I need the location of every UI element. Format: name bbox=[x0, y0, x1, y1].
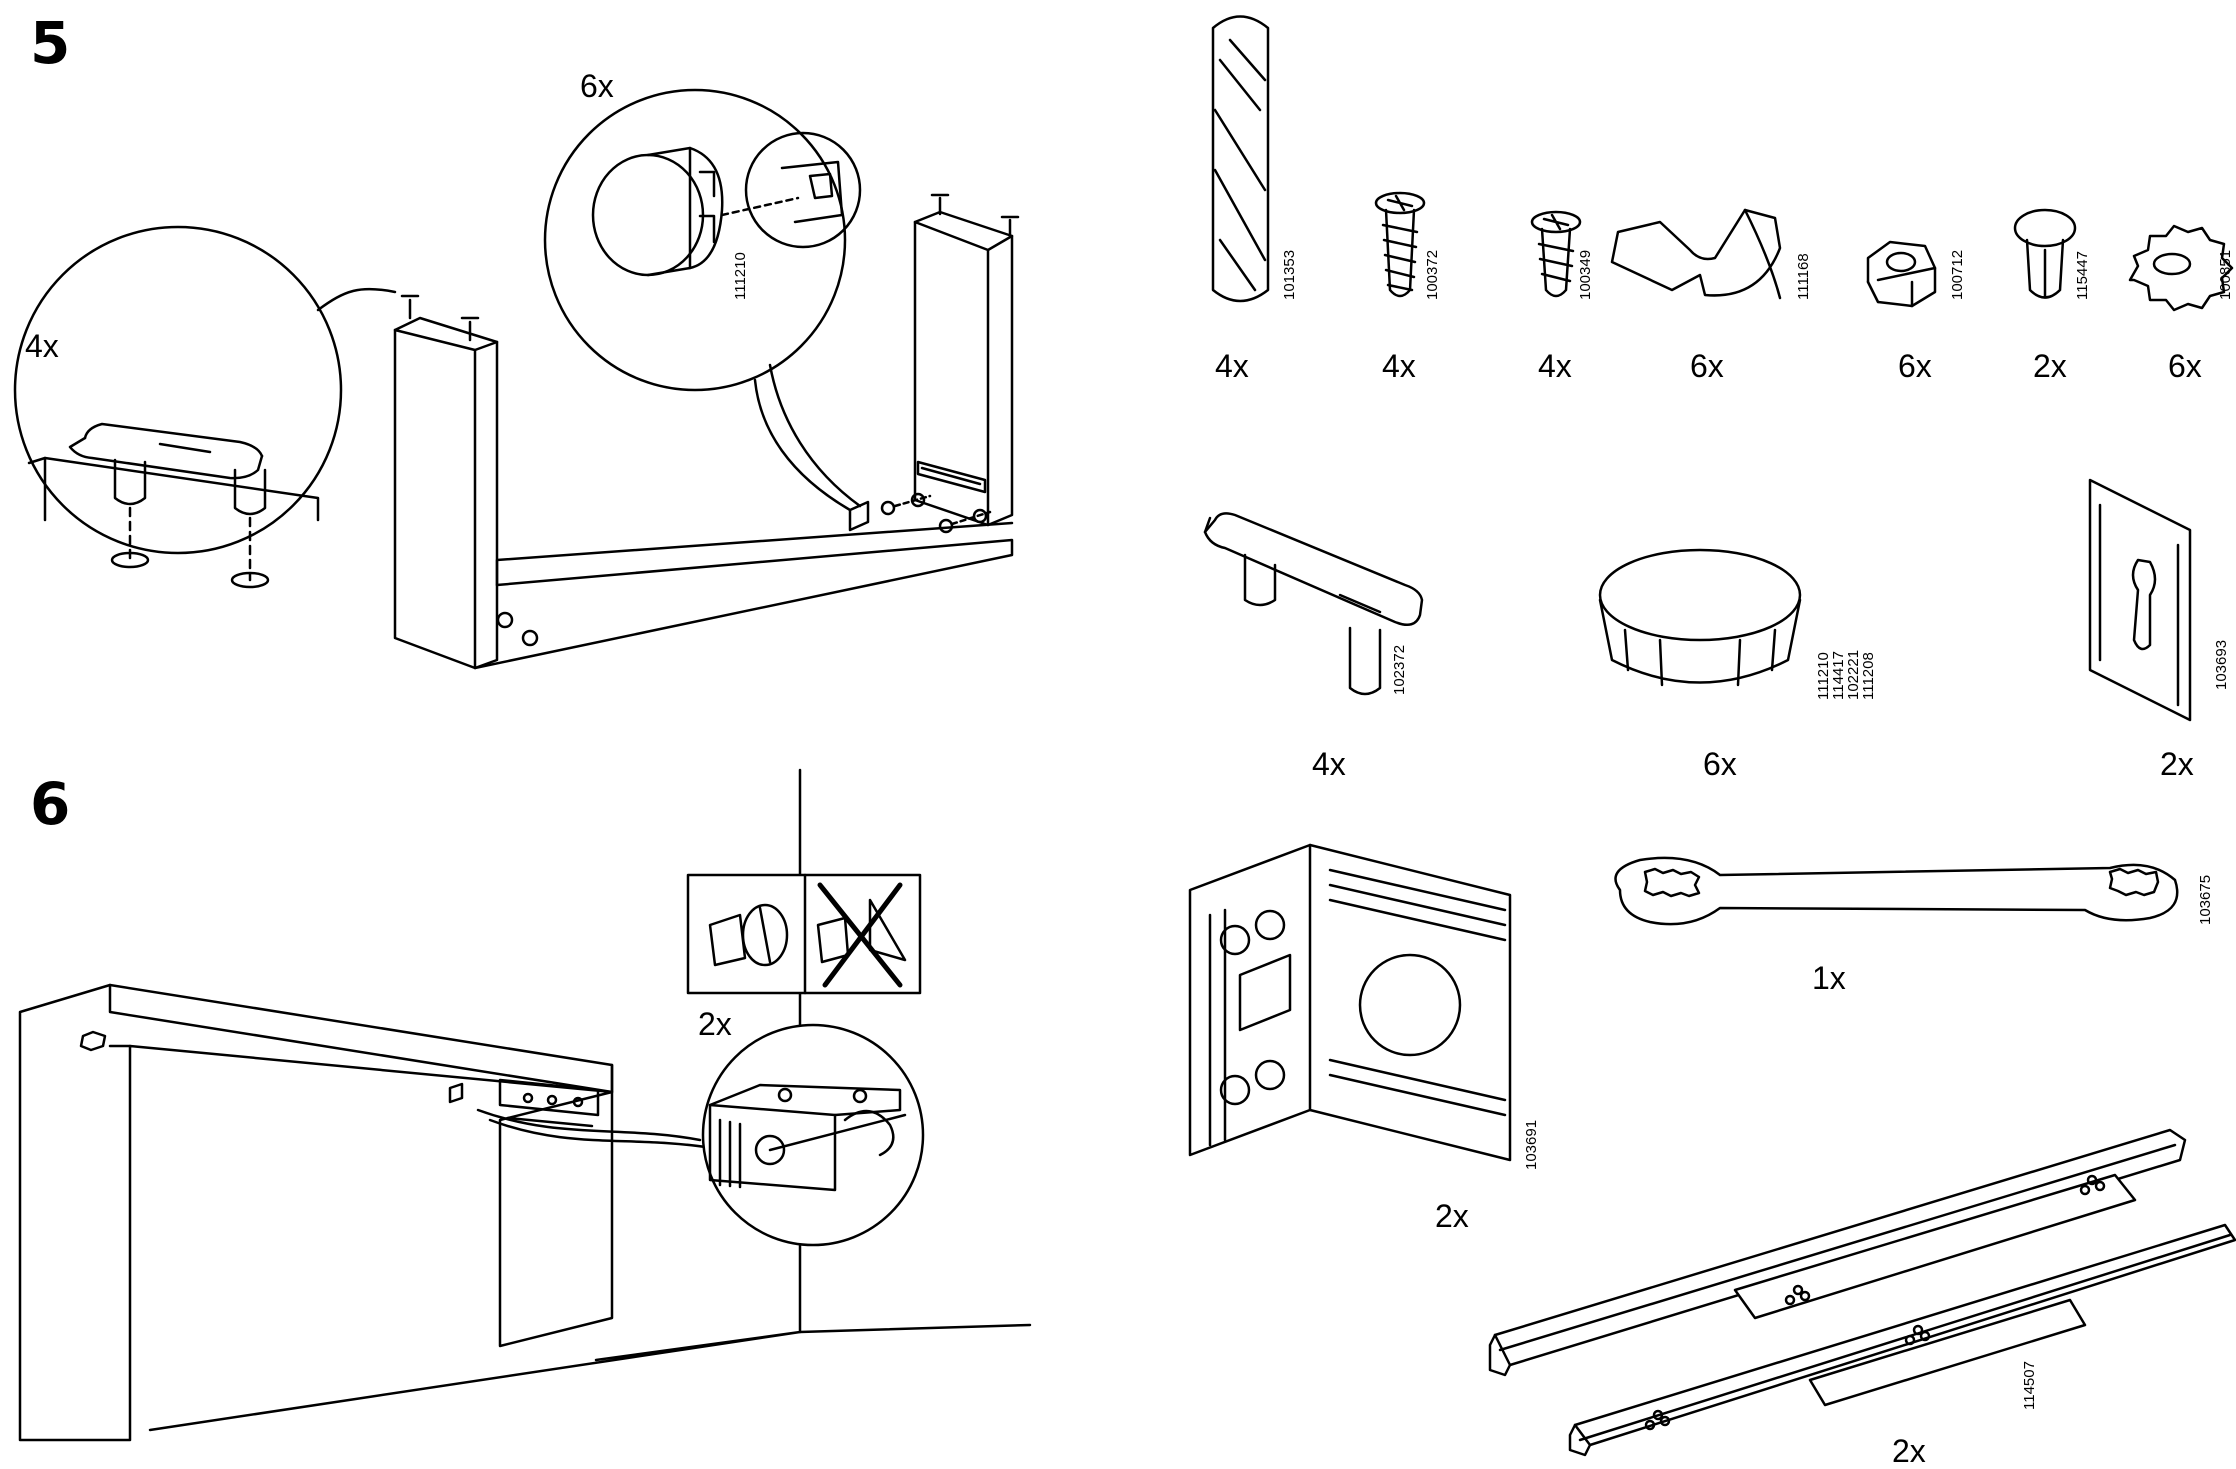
long-screw-drawing bbox=[1376, 193, 1424, 296]
nut-quantity: 6x bbox=[1898, 350, 1932, 382]
wall-plate-article: 103693 bbox=[2214, 640, 2229, 690]
short-screw-quantity: 4x bbox=[1538, 350, 1572, 382]
corner-bracket-drawing bbox=[1190, 845, 1510, 1160]
cover-cap-article: 111208 bbox=[1861, 650, 1876, 700]
cover-cap-article: 102221 bbox=[1846, 650, 1861, 700]
cover-cap-quantity: 6x bbox=[1703, 748, 1737, 780]
step6-bracket-quantity: 2x bbox=[698, 1008, 732, 1040]
foot-drawing bbox=[1205, 513, 1422, 694]
dowel-quantity: 4x bbox=[1215, 350, 1249, 382]
step5-plug-article: 111210 bbox=[733, 252, 748, 300]
cover-cap-articles: 111210 114417 102221 111208 bbox=[1816, 650, 1876, 700]
step5-foot-quantity: 4x bbox=[25, 330, 59, 362]
corner-bracket-quantity: 2x bbox=[1435, 1200, 1469, 1232]
clip-drawing bbox=[1612, 210, 1780, 298]
wrench-quantity: 1x bbox=[1812, 962, 1846, 994]
cover-cap-article: 111210 bbox=[1816, 650, 1831, 700]
step-number-6: 6 bbox=[30, 775, 70, 833]
drawer-rail-article: 114507 bbox=[2022, 1361, 2037, 1410]
cover-cap-article: 114417 bbox=[1831, 650, 1846, 700]
wall-plate-quantity: 2x bbox=[2160, 748, 2194, 780]
drawer-rail-quantity: 2x bbox=[1892, 1435, 1926, 1467]
nut-drawing bbox=[1868, 242, 1935, 306]
nut-article: 100712 bbox=[1950, 250, 1965, 300]
rivet-article: 115447 bbox=[2075, 251, 2090, 300]
step-number-5: 5 bbox=[30, 14, 70, 72]
short-screw-article: 100349 bbox=[1578, 250, 1593, 300]
wrench-article: 103675 bbox=[2198, 875, 2213, 925]
washer-article: 100851 bbox=[2218, 250, 2233, 300]
clip-quantity: 6x bbox=[1690, 350, 1724, 382]
short-screw-drawing bbox=[1532, 212, 1580, 296]
drawer-rails-drawing bbox=[1490, 1130, 2235, 1455]
rivet-quantity: 2x bbox=[2033, 350, 2067, 382]
rivet-drawing bbox=[2015, 210, 2075, 298]
step6-screw-head-panel bbox=[688, 875, 920, 993]
wall-plate-drawing bbox=[2090, 480, 2190, 720]
washer-quantity: 6x bbox=[2168, 350, 2202, 382]
long-screw-article: 100372 bbox=[1425, 250, 1440, 300]
dowel-article: 101353 bbox=[1282, 250, 1297, 300]
long-screw-quantity: 4x bbox=[1382, 350, 1416, 382]
step6-bracket-detail-circle bbox=[703, 1025, 923, 1245]
corner-bracket-article: 103691 bbox=[1524, 1120, 1539, 1170]
foot-quantity: 4x bbox=[1312, 748, 1346, 780]
foot-article: 102372 bbox=[1392, 645, 1407, 695]
clip-article: 111168 bbox=[1796, 253, 1811, 300]
step5-plug-quantity: 6x bbox=[580, 70, 614, 102]
step5-foot-detail-circle bbox=[15, 227, 395, 587]
step5-plug-detail-circle bbox=[545, 90, 860, 510]
wrench-drawing bbox=[1616, 858, 2178, 924]
cover-cap-drawing bbox=[1600, 550, 1800, 685]
dowel-drawing bbox=[1213, 17, 1268, 302]
